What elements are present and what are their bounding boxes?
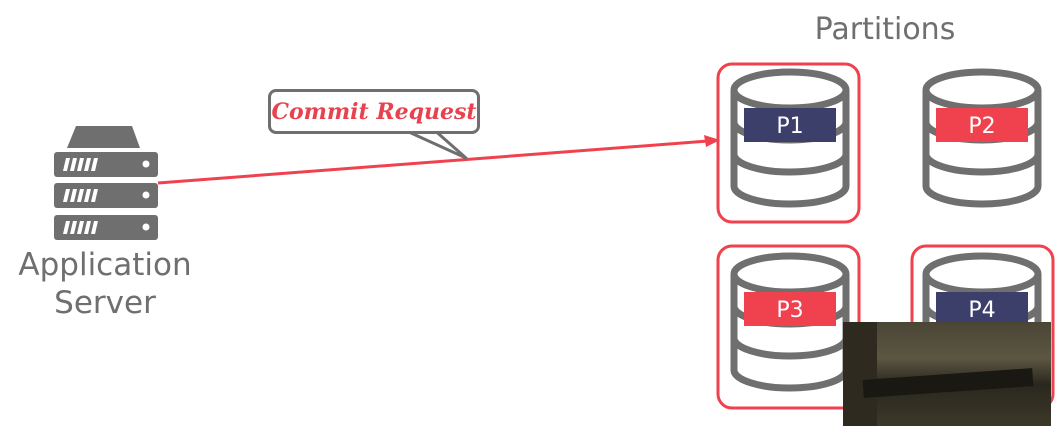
server-label-line1: Application xyxy=(18,247,192,283)
application-server-label: Application Server xyxy=(0,246,210,322)
partitions-title: Partitions xyxy=(814,12,956,47)
server-label-line2: Server xyxy=(54,285,156,321)
partition-p1-database-icon xyxy=(730,68,850,208)
partition-p3-database-icon xyxy=(730,252,850,392)
partition-p2-label: P2 xyxy=(968,114,995,139)
partition-p4-label: P4 xyxy=(968,298,995,323)
commit-request-arrow xyxy=(157,135,720,185)
commit-request-text: Commit Request xyxy=(271,98,477,125)
video-frame-band xyxy=(862,368,1034,398)
commit-request-callout: Commit Request xyxy=(268,89,480,134)
video-frame-shadow xyxy=(843,322,877,426)
partition-p1-label: P1 xyxy=(776,114,803,139)
video-overlay-thumbnail xyxy=(843,322,1051,426)
partition-p2-database-icon xyxy=(922,68,1042,208)
partition-p3-label: P3 xyxy=(776,298,803,323)
server-rack-icon xyxy=(54,126,158,240)
partition-highlight-p1 xyxy=(716,62,861,224)
